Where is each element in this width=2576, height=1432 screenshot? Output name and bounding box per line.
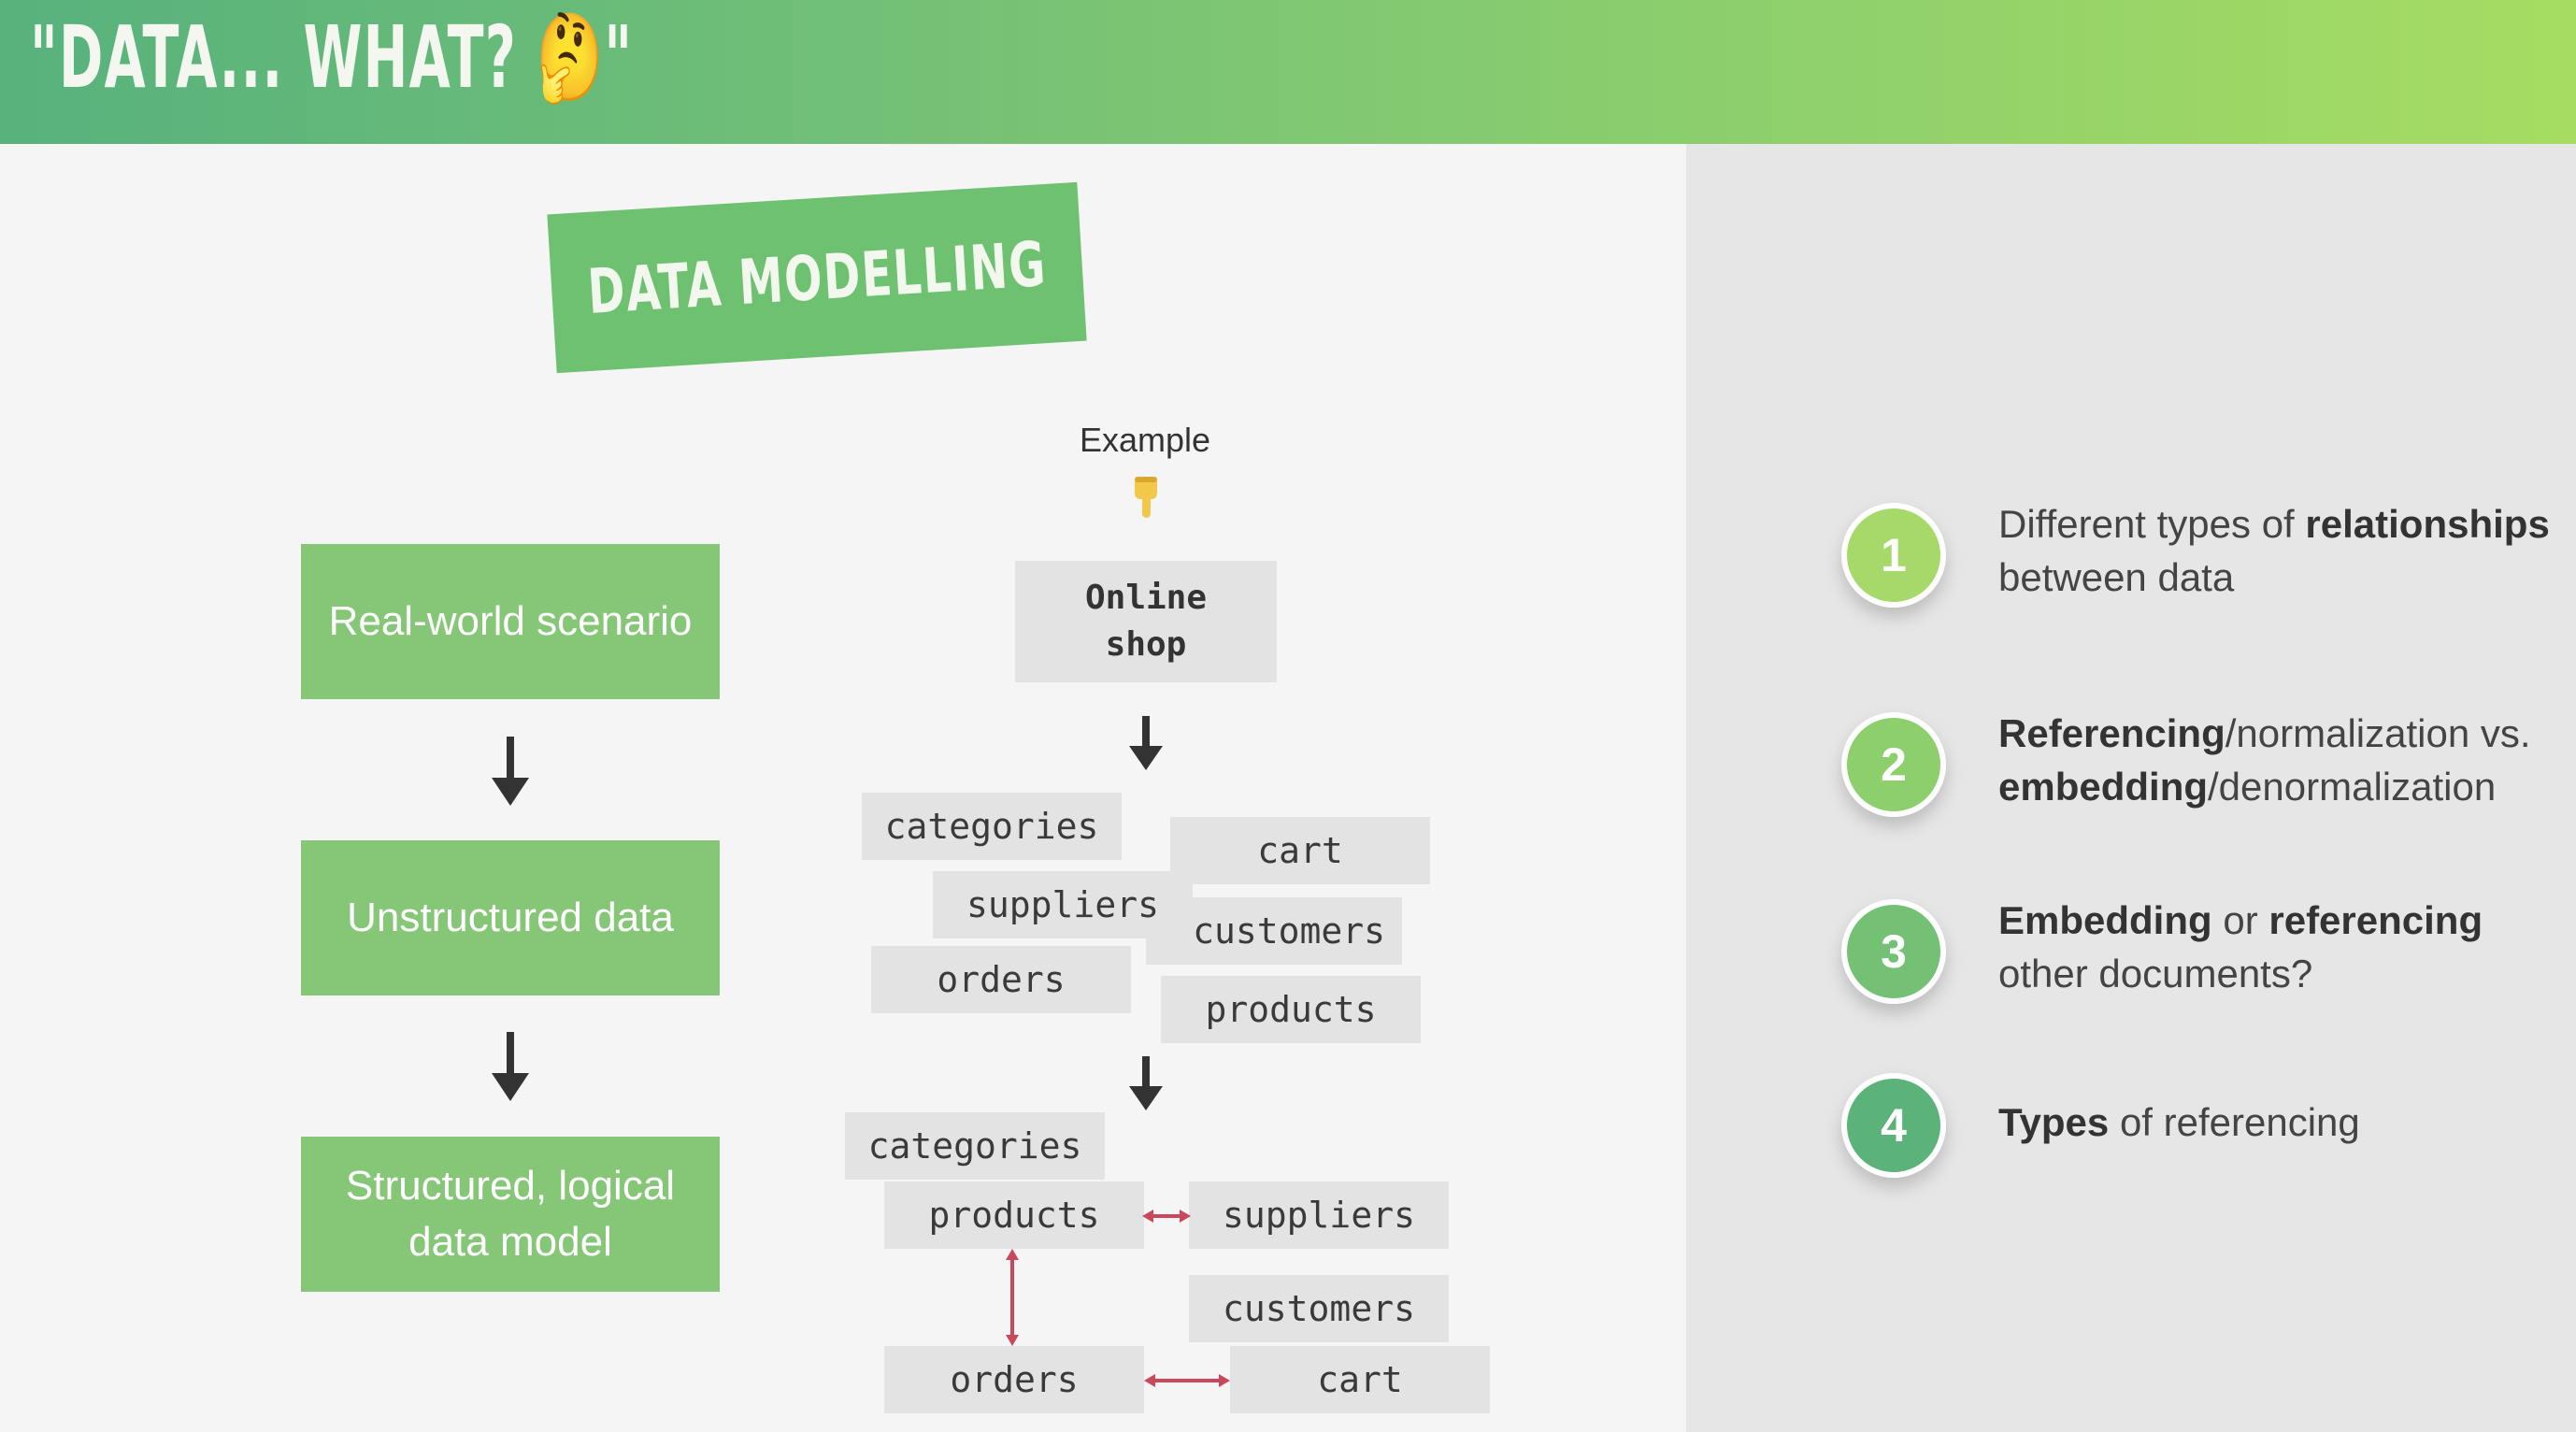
down-arrow-icon xyxy=(1129,716,1163,770)
topic-text-regular: or xyxy=(2211,898,2269,942)
flow-step-label: Unstructured data xyxy=(347,895,674,940)
topic-number-badge: 1 xyxy=(1841,503,1946,608)
entity-box-categories: categories xyxy=(862,793,1122,860)
entity-box-cart: cart xyxy=(1170,817,1430,884)
topic-text: Referencing/normalization vs. embedding/… xyxy=(1998,707,2559,813)
relationship-arrow-orders-cart xyxy=(1144,1374,1230,1387)
model-box-cart: cart xyxy=(1230,1346,1490,1413)
header-bar: "DATA... WHAT? 🤔" xyxy=(0,0,2576,144)
entity-box-orders: orders xyxy=(871,946,1131,1013)
topic-text: Embedding or referencing other documents… xyxy=(1998,894,2559,1000)
topic-text-bold: relationships xyxy=(2305,502,2550,546)
model-box-suppliers: suppliers xyxy=(1189,1181,1449,1249)
down-arrow-icon xyxy=(1129,1056,1163,1110)
flow-step-real-world: Real-world scenario xyxy=(301,544,720,699)
model-box-orders: orders xyxy=(884,1346,1144,1413)
relationship-arrow-products-orders xyxy=(1006,1249,1019,1346)
flow-step-unstructured: Unstructured data xyxy=(301,840,720,995)
topic-text: Different types of relationships between… xyxy=(1998,497,2559,604)
topic-text-bold: embedding xyxy=(1998,765,2209,809)
topic-text-regular: of referencing xyxy=(2109,1100,2360,1144)
model-box-categories: categories xyxy=(845,1112,1105,1180)
topics-panel xyxy=(1686,144,2576,1432)
topic-text-bold: Embedding xyxy=(1998,898,2212,942)
online-shop-label: Online shop xyxy=(1084,579,1208,664)
flow-step-structured: Structured, logical data model xyxy=(301,1137,720,1292)
example-label: Example xyxy=(1079,421,1211,459)
flow-step-label: Real-world scenario xyxy=(328,598,693,644)
topic-text-regular: between data xyxy=(1998,555,2235,599)
topic-text-regular: /denormalization xyxy=(2208,765,2497,809)
topic-text: Types of referencing xyxy=(1998,1095,2559,1149)
online-shop-box: Online shop xyxy=(1015,561,1277,682)
topic-number-badge: 4 xyxy=(1841,1073,1946,1178)
topic-text-bold: referencing xyxy=(2268,898,2483,942)
relationship-arrow-products-suppliers xyxy=(1142,1210,1191,1223)
down-arrow-icon xyxy=(492,1032,529,1101)
model-box-products: products xyxy=(884,1181,1144,1249)
banner-text: DATA MODELLING xyxy=(585,227,1049,328)
pointing-down-hand-icon xyxy=(1135,477,1157,518)
flow-step-label: Structured, logical data model xyxy=(345,1163,676,1265)
data-modelling-banner: DATA MODELLING xyxy=(547,181,1087,374)
topic-text-regular: /normalization vs. xyxy=(2225,711,2531,755)
entity-box-suppliers: suppliers xyxy=(933,871,1193,938)
topic-text-regular: Different types of xyxy=(1998,502,2306,546)
topic-number-badge: 2 xyxy=(1841,712,1946,817)
topic-text-bold: Types xyxy=(1998,1100,2110,1144)
slide-title: "DATA... WHAT? 🤔" xyxy=(30,7,634,107)
down-arrow-icon xyxy=(492,737,529,806)
topic-number-badge: 3 xyxy=(1841,899,1946,1004)
model-box-customers: customers xyxy=(1189,1275,1449,1342)
topic-text-regular: other documents? xyxy=(1998,952,2313,995)
topic-text-bold: Referencing xyxy=(1998,711,2225,755)
entity-box-products: products xyxy=(1161,976,1421,1043)
